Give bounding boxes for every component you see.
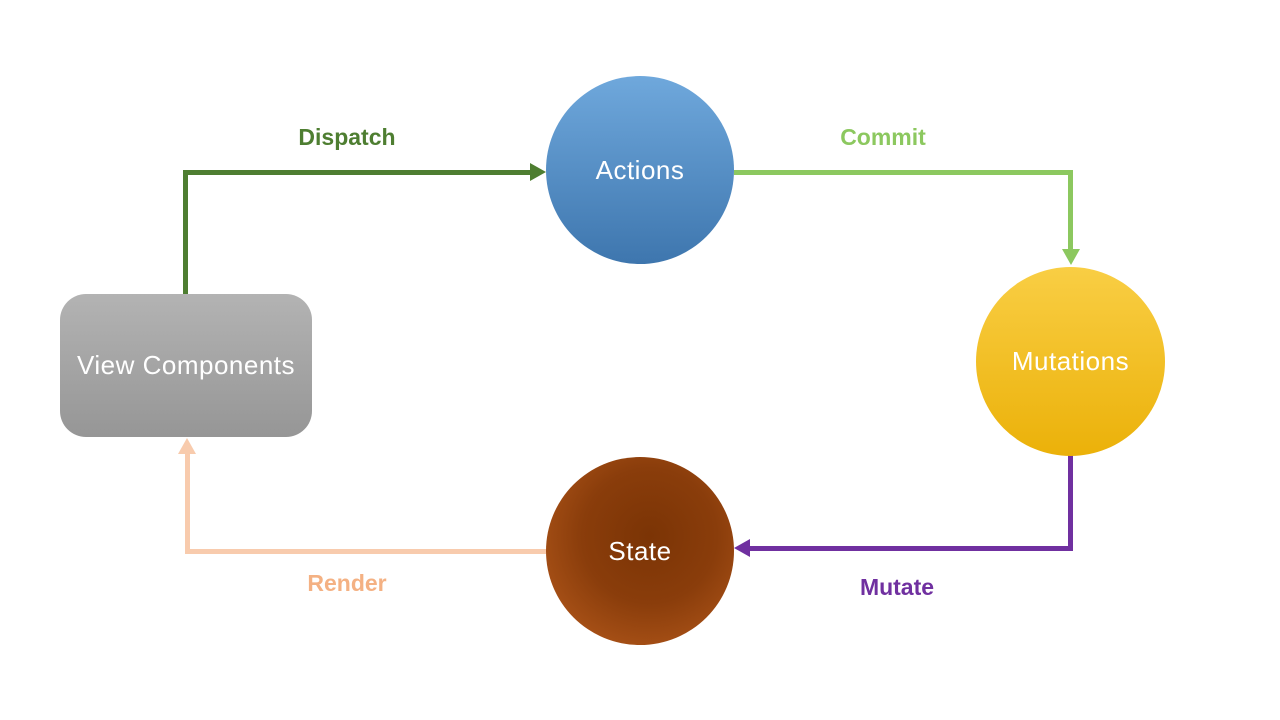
render-label: Render <box>307 570 387 596</box>
node-state-label: State <box>608 535 672 566</box>
dispatch-label: Dispatch <box>298 124 396 150</box>
node-mutations: Mutations <box>976 267 1165 456</box>
node-state: State <box>546 457 734 645</box>
dispatch-line-horizontal <box>183 170 530 175</box>
mutate-label: Mutate <box>859 574 935 600</box>
commit-line-horizontal <box>734 170 1073 175</box>
mutate-line-vertical <box>1068 455 1073 551</box>
node-view-components: View Components <box>60 294 312 437</box>
node-view-components-label: View Components <box>76 350 296 380</box>
render-line-vertical <box>185 454 190 554</box>
node-actions-label: Actions <box>595 154 685 185</box>
node-actions: Actions <box>546 76 734 264</box>
mutate-arrowhead-icon <box>734 539 750 557</box>
commit-line-vertical <box>1068 170 1073 249</box>
dispatch-arrowhead-icon <box>530 163 546 181</box>
render-arrowhead-icon <box>178 438 196 454</box>
dispatch-line-vertical <box>183 170 188 294</box>
commit-arrowhead-icon <box>1062 249 1080 265</box>
mutate-line-horizontal <box>750 546 1073 551</box>
node-mutations-label: Mutations <box>1011 346 1130 376</box>
render-line-horizontal <box>187 549 546 554</box>
commit-label: Commit <box>840 124 926 150</box>
